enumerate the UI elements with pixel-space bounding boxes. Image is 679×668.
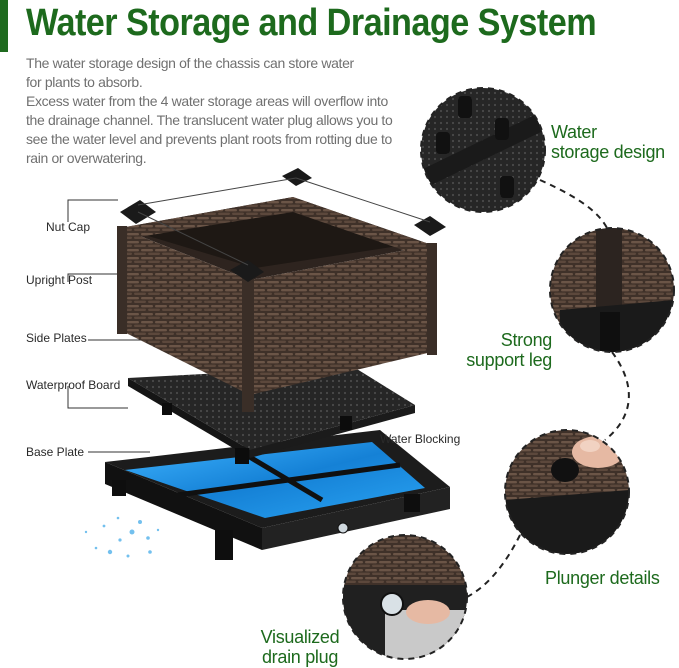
waterproof-board xyxy=(128,366,415,464)
support-leg-detail xyxy=(549,227,675,353)
dashed-connectors xyxy=(466,179,630,598)
callout-line: support leg xyxy=(466,350,552,370)
base-plate-tray xyxy=(105,430,450,560)
water-splash xyxy=(84,516,160,558)
water-storage-detail xyxy=(420,87,546,213)
callout-line: storage design xyxy=(551,142,665,162)
planter-box xyxy=(117,168,446,412)
callout-line: Plunger details xyxy=(545,568,660,588)
callout-line: drain plug xyxy=(261,647,339,667)
description-line: the drainage channel. The translucent wa… xyxy=(26,112,393,128)
page-title: Water Storage and Drainage System xyxy=(26,2,597,44)
description-line: Excess water from the 4 water storage ar… xyxy=(26,93,388,109)
label-water-blocking: Water Blocking xyxy=(380,432,461,446)
callout-plunger: Plunger details xyxy=(545,568,660,588)
title-accent-bar xyxy=(0,0,8,52)
callout-support-leg: Strong support leg xyxy=(456,330,552,370)
description-line: see the water level and prevents plant r… xyxy=(26,131,392,147)
callout-line: Visualized xyxy=(260,627,340,647)
plunger-detail xyxy=(504,429,630,555)
label-base-plate: Base Plate xyxy=(26,445,85,459)
callout-line: Strong xyxy=(500,330,553,350)
label-nut-cap: Nut Cap xyxy=(46,220,91,234)
label-upright-post: Upright Post xyxy=(26,273,93,287)
description-line: rain or overwatering. xyxy=(26,150,147,166)
callout-line: Water xyxy=(551,122,597,142)
drain-plug-detail xyxy=(342,534,468,660)
description-line: for plants to absorb. xyxy=(26,74,143,90)
description-text: The water storage design of the chassis … xyxy=(26,54,416,168)
description-line: The water storage design of the chassis … xyxy=(26,55,354,71)
label-side-plates: Side Plates xyxy=(26,331,87,345)
label-waterproof-board: Waterproof Board xyxy=(26,378,121,392)
callout-water-storage: Water storage design xyxy=(551,122,665,162)
callout-drain-plug: Visualized drain plug xyxy=(252,627,348,667)
